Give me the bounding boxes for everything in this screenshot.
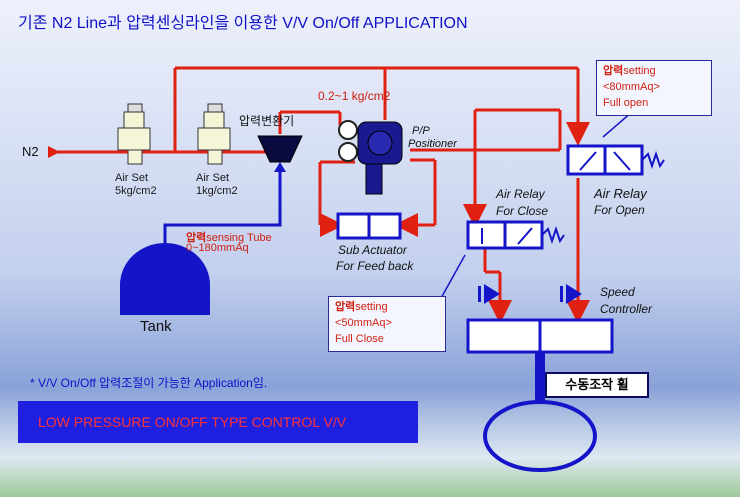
setting-mid-mode: Full Close <box>335 333 384 345</box>
page-title: 기존 N2 Line과 압력센싱라인을 이용한 V/V On/Off APPLI… <box>18 15 468 32</box>
setting-top-rest: setting <box>623 65 656 77</box>
air-set-2-name: Air Set <box>196 172 230 184</box>
pressure-range: 0.2~1 kg/cm2 <box>318 89 391 103</box>
sensing-tube-label-1: 압력sensing Tube <box>186 229 272 245</box>
sensing-tube-rest: sensing Tube <box>206 232 272 244</box>
air-relay-open <box>566 144 665 176</box>
setting-mid-value: <50mmAq> <box>335 317 392 329</box>
sub-actuator <box>336 212 402 240</box>
positioner-label-2: Positioner <box>408 138 457 150</box>
speed-controllers <box>478 284 582 304</box>
air-relay-close-label-1: Air Relay <box>496 187 545 201</box>
converter-label: 압력변환기 <box>239 114 295 128</box>
setting-top-bold: 압력 <box>603 65 624 77</box>
setting-mid-bold: 압력 <box>335 301 356 313</box>
pp-positioner <box>338 120 403 195</box>
air-relay-open-label-1: Air Relay <box>594 186 647 201</box>
sensing-tube-bold: 압력 <box>186 232 207 244</box>
positioner-label-1: P/P <box>412 125 430 137</box>
n2-label: N2 <box>22 144 39 159</box>
setting-top-value: <80mmAq> <box>603 81 660 93</box>
sub-actuator-label-1: Sub Actuator <box>338 243 407 257</box>
main-actuator <box>466 318 614 472</box>
air-set-regulator-1 <box>117 103 151 165</box>
handwheel-label: 수동조작 휠 <box>545 372 649 398</box>
speed-controller-label-1: Speed <box>600 285 635 299</box>
setting-mid-box: 압력setting <50mmAq> Full Close <box>328 296 446 352</box>
setting-mid-pointer <box>439 254 466 301</box>
sensing-tube-label-2: 0~180mmAq <box>186 242 249 254</box>
air-set-regulator-2 <box>197 103 231 165</box>
tank-label: Tank <box>140 318 172 335</box>
setting-top-mode: Full open <box>603 97 649 109</box>
pressure-converter <box>257 135 303 163</box>
banner-text: LOW PRESSURE ON/OFF TYPE CONTROL V/V <box>38 414 347 430</box>
air-relay-close-label-2: For Close <box>496 204 549 218</box>
air-set-1-name: Air Set <box>115 172 149 184</box>
setting-top-pointer <box>602 111 633 138</box>
setting-mid-rest: setting <box>355 301 388 313</box>
sensing-tube <box>163 168 282 255</box>
air-set-2-spec: 1kg/cm2 <box>196 185 238 197</box>
sub-actuator-label-2: For Feed back <box>336 259 414 273</box>
banner: LOW PRESSURE ON/OFF TYPE CONTROL V/V <box>18 401 418 443</box>
tank <box>120 243 210 315</box>
air-set-1-spec: 5kg/cm2 <box>115 185 157 197</box>
air-relay-close <box>466 220 565 250</box>
setting-top-box: 압력setting <80mmAq> Full open <box>596 60 712 116</box>
speed-controller-label-2: Controller <box>600 302 653 316</box>
note: * V/V On/Off 압력조절이 가능한 Application임. <box>30 376 268 390</box>
air-relay-open-label-2: For Open <box>594 203 645 217</box>
